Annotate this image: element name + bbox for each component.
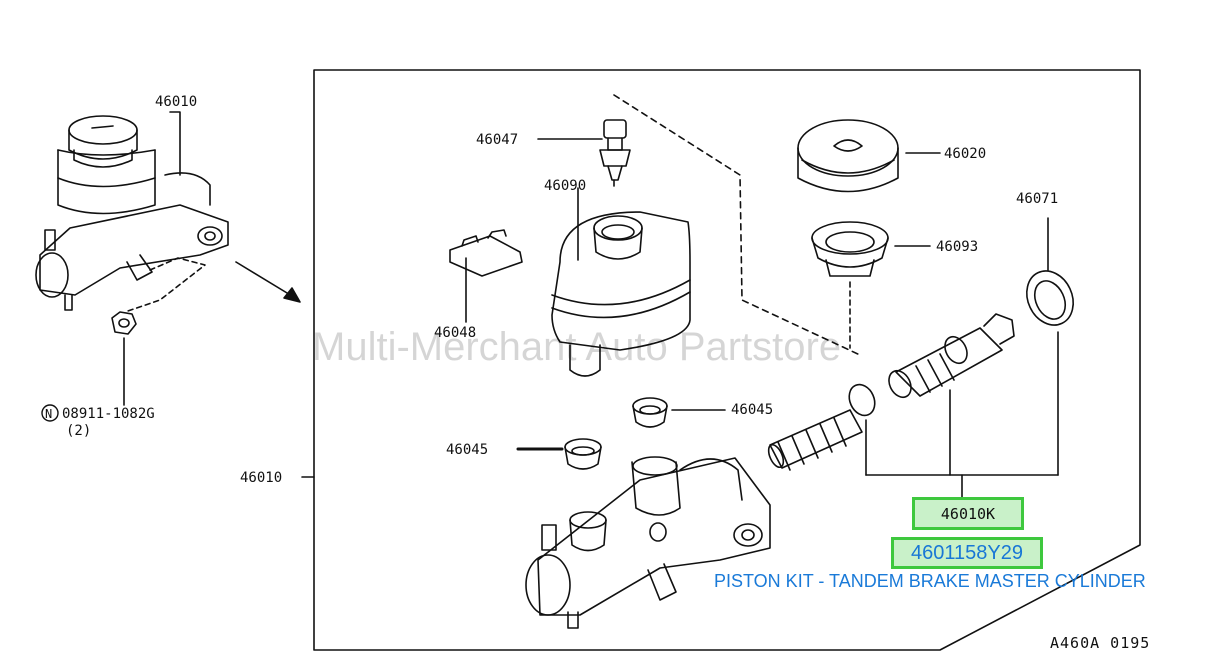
diagram-reference-code: A460A 0195 xyxy=(1050,634,1151,652)
callout-cap: 46020 xyxy=(944,146,986,162)
callout-reservoir: 46090 xyxy=(544,178,586,194)
callout-strainer: 46093 xyxy=(936,239,978,255)
callout-assembly-left: 46010 xyxy=(155,94,197,110)
callout-nut-part: 08911-1082G xyxy=(62,406,155,422)
piston-kit-code: 46010K xyxy=(940,504,996,523)
callout-grommet-left: 46045 xyxy=(446,442,488,458)
grommet-right-drawing xyxy=(632,397,726,428)
part-number: 4601158Y29 xyxy=(911,541,1023,564)
master-cylinder-body-drawing xyxy=(301,456,771,629)
callout-grommet-right: 46045 xyxy=(731,402,773,418)
primary-piston-drawing xyxy=(888,313,1015,476)
reservoir-group-boundary xyxy=(613,94,861,356)
seal-ring-drawing xyxy=(1026,217,1074,476)
svg-text:N: N xyxy=(45,407,52,421)
callout-bolt: 46047 xyxy=(476,132,518,148)
overview-assembly-drawing xyxy=(35,111,301,406)
clip-drawing xyxy=(449,229,523,323)
callout-seal-ring: 46071 xyxy=(1016,191,1058,207)
piston-kit-code-highlight[interactable]: 46010K xyxy=(912,497,1024,530)
grommet-left-drawing xyxy=(516,438,602,470)
exploded-view-frame xyxy=(313,69,1141,651)
callout-clip: 46048 xyxy=(434,325,476,341)
cap-drawing xyxy=(797,119,941,193)
secondary-piston-drawing xyxy=(767,383,876,476)
part-description: PISTON KIT - TANDEM BRAKE MASTER CYLINDE… xyxy=(714,571,1146,591)
n-symbol-icon: N xyxy=(41,404,59,422)
callout-nut-qty: (2) xyxy=(66,423,91,439)
reservoir-drawing xyxy=(551,187,691,377)
bolt-drawing xyxy=(537,119,631,187)
strainer-drawing xyxy=(811,221,931,349)
part-number-highlight[interactable]: 4601158Y29 xyxy=(891,537,1043,569)
watermark: Multi-Merchant Auto Partstore xyxy=(312,325,841,369)
callout-assembly-main: 46010 xyxy=(240,470,282,486)
